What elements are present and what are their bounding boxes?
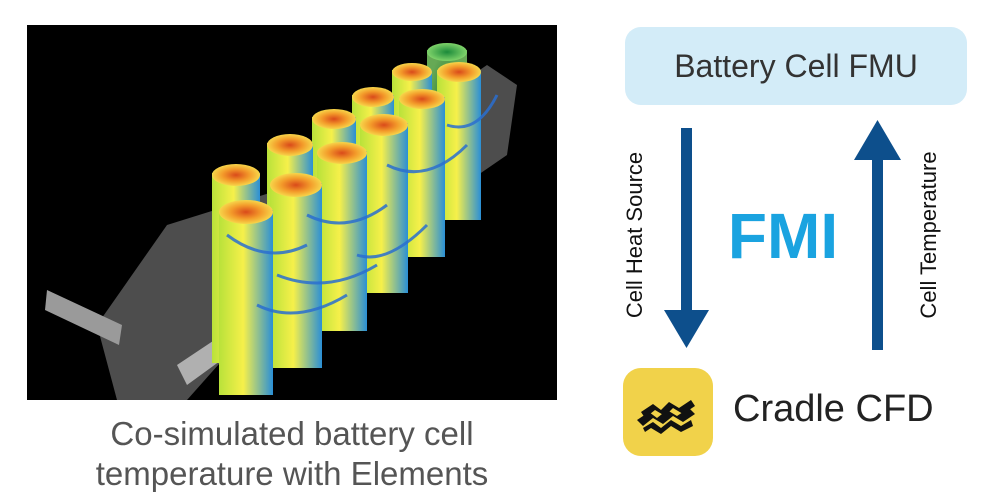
exchange-arrows (590, 100, 990, 370)
cell-temperature-label: Cell Temperature (916, 151, 941, 319)
fmu-box-label: Battery Cell FMU (674, 47, 918, 84)
caption-line-2: temperature with Elements (95, 455, 489, 492)
cradle-cfd-label: Cradle CFD (733, 388, 934, 430)
caption-line-1: Co-simulated battery cell (110, 415, 474, 452)
battery-cell-fmu-box: Battery Cell FMU (625, 27, 967, 105)
down-arrow (664, 128, 709, 348)
up-arrow (854, 120, 901, 350)
battery-simulation-image (27, 25, 557, 400)
fmi-label: FMI (727, 200, 839, 272)
cell-heat-source-label: Cell Heat Source (622, 151, 647, 319)
cradle-cfd-logo (623, 368, 713, 456)
